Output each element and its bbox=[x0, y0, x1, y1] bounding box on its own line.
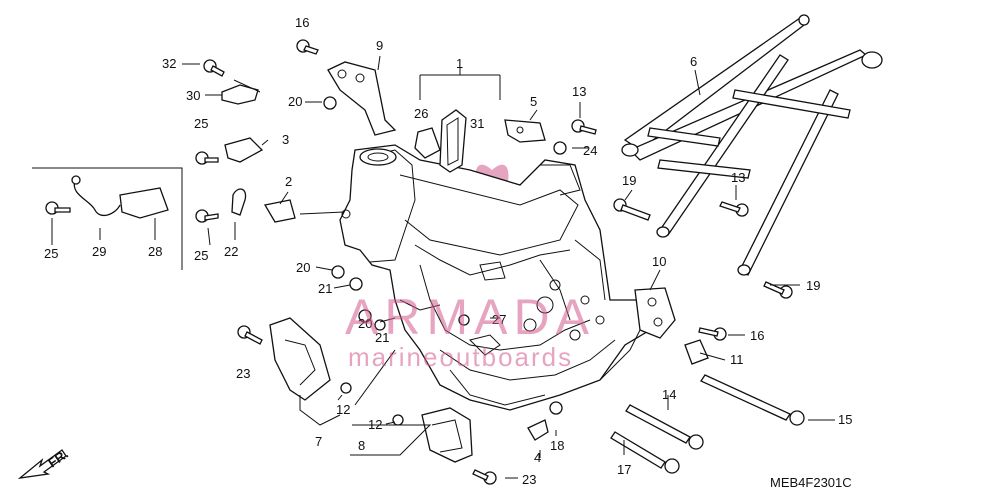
watermark-brand: ARMADA bbox=[345, 289, 595, 345]
callout-30: 30 bbox=[186, 88, 200, 103]
callout-22: 22 bbox=[224, 244, 238, 259]
callout-29: 29 bbox=[92, 244, 106, 259]
callout-20a: 20 bbox=[288, 94, 302, 109]
callout-9: 9 bbox=[376, 38, 383, 53]
callout-16b: 16 bbox=[750, 328, 764, 343]
callout-8: 8 bbox=[358, 438, 365, 453]
bracket-9 bbox=[327, 61, 397, 136]
main-frame bbox=[339, 144, 651, 411]
collar-11 bbox=[684, 339, 709, 365]
callout-27: 27 bbox=[492, 312, 506, 327]
leader-lines bbox=[51, 55, 835, 479]
callout-5: 5 bbox=[530, 94, 537, 109]
callout-24: 24 bbox=[583, 143, 597, 158]
callout-11: 11 bbox=[730, 352, 744, 367]
callout-1: 1 bbox=[456, 56, 463, 71]
bracket-5 bbox=[504, 119, 546, 143]
callout-labels: 1 2 3 4 5 6 7 8 9 10 11 12 12 13 13 14 1… bbox=[44, 15, 852, 487]
watermark: ARMADA marineoutboards bbox=[345, 289, 595, 372]
callout-13b: 13 bbox=[731, 170, 745, 185]
callout-12a: 12 bbox=[336, 402, 350, 417]
callout-25a: 25 bbox=[194, 116, 208, 131]
callout-2: 2 bbox=[285, 174, 292, 189]
inset-panel bbox=[32, 167, 183, 270]
callout-13a: 13 bbox=[572, 84, 586, 99]
front-direction-arrow: FR. bbox=[17, 446, 71, 479]
callout-4: 4 bbox=[534, 450, 541, 465]
callout-17: 17 bbox=[617, 462, 631, 477]
connector-30 bbox=[221, 84, 259, 105]
clip-26 bbox=[414, 127, 441, 159]
watermark-tagline: marineoutboards bbox=[348, 342, 573, 372]
callout-26: 26 bbox=[414, 106, 428, 121]
callout-18: 18 bbox=[550, 438, 564, 453]
bolt-14 bbox=[625, 404, 704, 450]
stay-3 bbox=[224, 137, 264, 163]
callout-25c: 25 bbox=[44, 246, 58, 261]
callout-25b: 25 bbox=[194, 248, 208, 263]
bolts-small bbox=[45, 39, 793, 485]
callout-19b: 19 bbox=[806, 278, 820, 293]
callout-31: 31 bbox=[470, 116, 484, 131]
bolt-15 bbox=[700, 374, 805, 426]
band-31 bbox=[439, 109, 467, 173]
callout-23a: 23 bbox=[236, 366, 250, 381]
callout-28: 28 bbox=[148, 244, 162, 259]
callout-23b: 23 bbox=[522, 472, 536, 487]
guard-7 bbox=[269, 317, 331, 401]
guard-8 bbox=[421, 407, 473, 463]
callout-21a: 21 bbox=[318, 281, 332, 296]
clip-22 bbox=[231, 188, 247, 216]
callout-14: 14 bbox=[662, 387, 676, 402]
callout-6: 6 bbox=[690, 54, 697, 69]
callout-21b: 21 bbox=[375, 330, 389, 345]
callout-10: 10 bbox=[652, 254, 666, 269]
diagram-code: MEB4F2301C bbox=[770, 475, 852, 490]
callout-20b: 20 bbox=[296, 260, 310, 275]
callout-15: 15 bbox=[838, 412, 852, 427]
callout-20c: 20 bbox=[358, 316, 372, 331]
sub-frame bbox=[621, 14, 883, 276]
callout-7: 7 bbox=[315, 434, 322, 449]
callout-12b: 12 bbox=[368, 417, 382, 432]
callout-32: 32 bbox=[162, 56, 176, 71]
bracket-10 bbox=[634, 287, 676, 339]
callout-3: 3 bbox=[282, 132, 289, 147]
callout-16a: 16 bbox=[295, 15, 309, 30]
callout-19a: 19 bbox=[622, 173, 636, 188]
